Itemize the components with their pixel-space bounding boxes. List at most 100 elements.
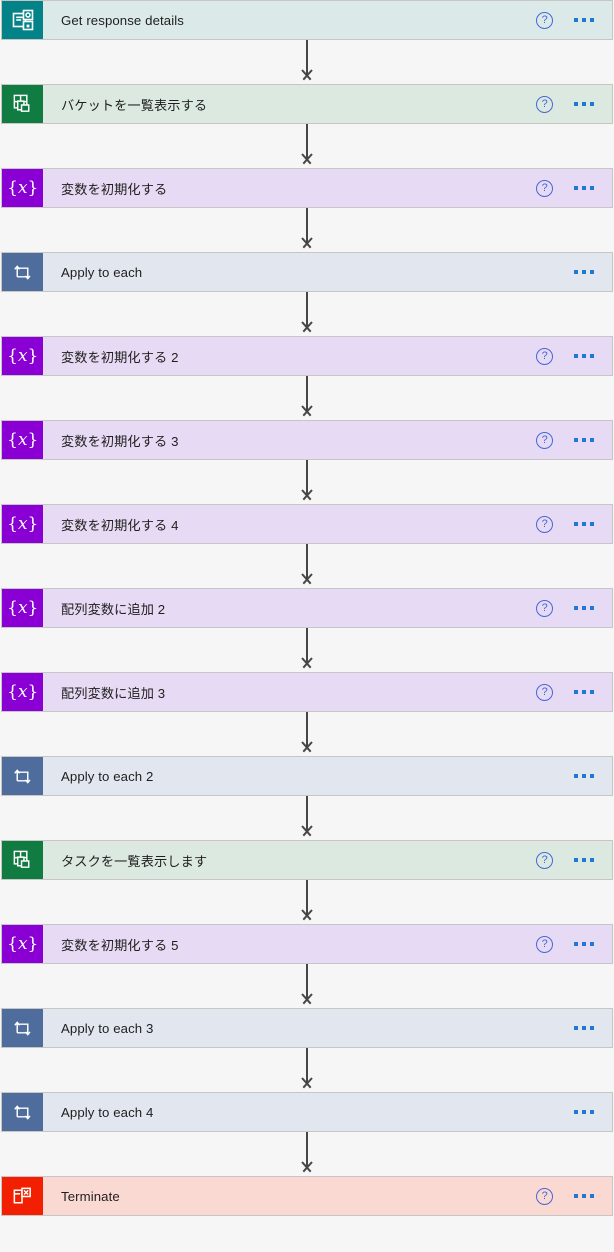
flow-connector-arrow — [0, 460, 614, 504]
flow-step-actions: ? — [536, 589, 612, 627]
connector-arrowhead-icon — [298, 574, 316, 586]
flow-step-card[interactable]: タスクを一覧表示します? — [1, 840, 613, 880]
help-circle-icon[interactable]: ? — [536, 11, 554, 29]
ellipsis-menu-icon[interactable] — [573, 432, 595, 449]
connector-line — [306, 124, 308, 160]
ellipsis-menu-icon[interactable] — [573, 600, 595, 617]
flow-step-card[interactable]: {x} 配列変数に追加 3? — [1, 672, 613, 712]
help-circle-icon[interactable]: ? — [536, 515, 554, 533]
help-circle-icon[interactable]: ? — [536, 179, 554, 197]
flow-step-title: Apply to each 2 — [61, 768, 154, 784]
loop-icon — [2, 1093, 43, 1131]
flow-step-card[interactable]: Apply to each 3 — [1, 1008, 613, 1048]
help-circle-icon[interactable]: ? — [536, 683, 554, 701]
connector-arrowhead-icon — [298, 1078, 316, 1090]
variable-icon: {x} — [2, 673, 43, 711]
flow-step-actions: ? — [536, 1177, 612, 1215]
flow-step-actions: ? — [536, 1, 612, 39]
flow-step-actions: ? — [536, 505, 612, 543]
ellipsis-menu-icon[interactable] — [573, 768, 595, 785]
variable-icon: {x} — [2, 421, 43, 459]
help-circle-icon[interactable]: ? — [536, 347, 554, 365]
ellipsis-menu-icon[interactable] — [573, 936, 595, 953]
flow-step-card[interactable]: {x} 変数を初期化する 5? — [1, 924, 613, 964]
terminate-icon — [2, 1177, 43, 1215]
flow-step-actions: ? — [536, 673, 612, 711]
flow-connector-arrow — [0, 1132, 614, 1176]
flow-connector-arrow — [0, 628, 614, 672]
help-circle-icon[interactable]: ? — [536, 935, 554, 953]
flow-step-actions: ? — [536, 925, 612, 963]
flow-step-card[interactable]: {x} 変数を初期化する? — [1, 168, 613, 208]
connector-line — [306, 208, 308, 244]
flow-step-actions — [536, 1009, 612, 1047]
ellipsis-menu-icon[interactable] — [573, 1104, 595, 1121]
variable-icon: {x} — [2, 169, 43, 207]
planner-icon — [2, 841, 43, 879]
connector-line — [306, 796, 308, 832]
flow-connector-arrow — [0, 376, 614, 420]
flow-step-title: 配列変数に追加 2 — [61, 601, 166, 617]
variable-icon: {x} — [2, 925, 43, 963]
flow-step-actions: ? — [536, 841, 612, 879]
flow-step-card[interactable]: バケットを一覧表示する? — [1, 84, 613, 124]
connector-line — [306, 292, 308, 328]
flow-step-card[interactable]: Terminate? — [1, 1176, 613, 1216]
ellipsis-menu-icon[interactable] — [573, 684, 595, 701]
flow-step-card[interactable]: {x} 変数を初期化する 4? — [1, 504, 613, 544]
connector-line — [306, 964, 308, 1000]
flow-step-title: Get response details — [61, 12, 184, 28]
help-circle-icon[interactable]: ? — [536, 1187, 554, 1205]
flow-connector-arrow — [0, 124, 614, 168]
connector-arrowhead-icon — [298, 70, 316, 82]
connector-line — [306, 376, 308, 412]
flow-step-card[interactable]: {x} 変数を初期化する 2? — [1, 336, 613, 376]
flow-step-title: Apply to each — [61, 264, 143, 280]
connector-arrowhead-icon — [298, 406, 316, 418]
loop-icon — [2, 757, 43, 795]
ellipsis-menu-icon[interactable] — [573, 1188, 595, 1205]
flow-connector-arrow — [0, 712, 614, 756]
flow-step-title: 変数を初期化する — [61, 181, 168, 197]
flow-step-card[interactable]: Apply to each 4 — [1, 1092, 613, 1132]
ellipsis-menu-icon[interactable] — [573, 12, 595, 29]
flow-step-card[interactable]: Apply to each — [1, 252, 613, 292]
flow-designer-canvas: Get response details?バケットを一覧表示する?{x}変数を初… — [0, 0, 614, 1216]
flow-step-title: Apply to each 4 — [61, 1104, 154, 1120]
connector-arrowhead-icon — [298, 154, 316, 166]
variable-icon: {x} — [2, 337, 43, 375]
flow-step-actions: ? — [536, 85, 612, 123]
connector-arrowhead-icon — [298, 826, 316, 838]
ellipsis-menu-icon[interactable] — [573, 852, 595, 869]
flow-step-title: 変数を初期化する 2 — [61, 349, 179, 365]
flow-step-title: 変数を初期化する 3 — [61, 433, 179, 449]
connector-arrowhead-icon — [298, 658, 316, 670]
flow-step-card[interactable]: {x}配列変数に追加 2? — [1, 588, 613, 628]
connector-line — [306, 1048, 308, 1084]
flow-connector-arrow — [0, 40, 614, 84]
flow-step-card[interactable]: Get response details? — [1, 0, 613, 40]
ellipsis-menu-icon[interactable] — [573, 180, 595, 197]
flow-step-actions — [536, 757, 612, 795]
ellipsis-menu-icon[interactable] — [573, 96, 595, 113]
flow-step-title: 変数を初期化する 5 — [61, 937, 179, 953]
help-circle-icon[interactable]: ? — [536, 599, 554, 617]
connector-arrowhead-icon — [298, 910, 316, 922]
ellipsis-menu-icon[interactable] — [573, 264, 595, 281]
flow-step-card[interactable]: {x} 変数を初期化する 3? — [1, 420, 613, 460]
flow-step-title: 変数を初期化する 4 — [61, 517, 179, 533]
connector-arrowhead-icon — [298, 1162, 316, 1174]
connector-arrowhead-icon — [298, 994, 316, 1006]
ellipsis-menu-icon[interactable] — [573, 1020, 595, 1037]
ellipsis-menu-icon[interactable] — [573, 516, 595, 533]
variable-icon: {x} — [2, 505, 43, 543]
help-circle-icon[interactable]: ? — [536, 95, 554, 113]
flow-step-card[interactable]: Apply to each 2 — [1, 756, 613, 796]
help-circle-icon[interactable]: ? — [536, 851, 554, 869]
flow-step-title: 配列変数に追加 3 — [61, 685, 166, 701]
connector-line — [306, 628, 308, 664]
flow-step-title: バケットを一覧表示する — [61, 97, 208, 113]
connector-line — [306, 712, 308, 748]
ellipsis-menu-icon[interactable] — [573, 348, 595, 365]
help-circle-icon[interactable]: ? — [536, 431, 554, 449]
